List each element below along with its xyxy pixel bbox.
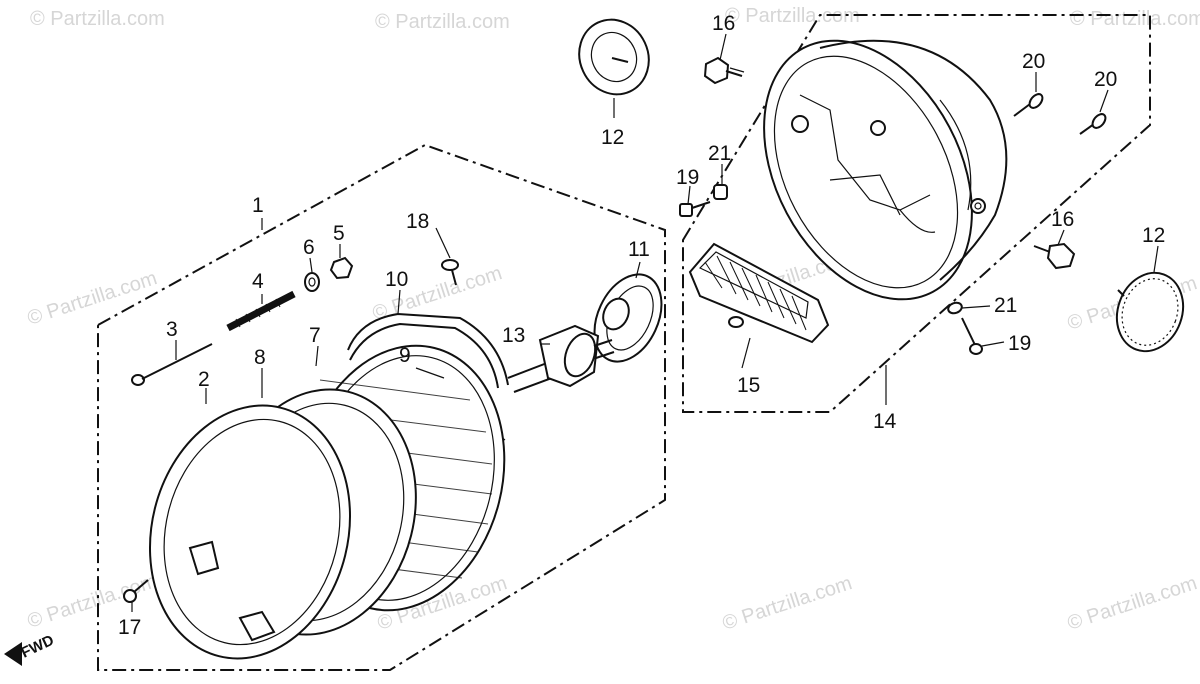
screw-3 bbox=[131, 343, 213, 386]
callout-13: 13 bbox=[502, 324, 525, 347]
callout-6: 6 bbox=[303, 236, 315, 259]
fwd-label: FWD bbox=[19, 632, 57, 662]
nut-21-upper bbox=[713, 184, 728, 200]
flange-bolt-upper bbox=[703, 56, 745, 85]
callout-19-lower: 19 bbox=[1008, 332, 1031, 355]
callout-18: 18 bbox=[406, 210, 429, 233]
watermark: © Partzilla.com bbox=[25, 267, 160, 330]
callout-11: 11 bbox=[628, 238, 650, 261]
flange-bolt-right bbox=[1033, 242, 1076, 270]
watermark: © Partzilla.com bbox=[725, 5, 860, 27]
bolt-19-lower bbox=[961, 317, 983, 355]
mounting-ring bbox=[148, 404, 352, 660]
leader-lines bbox=[131, 33, 1159, 612]
screw-20-right bbox=[1079, 113, 1107, 135]
nut-21-lower bbox=[947, 301, 963, 315]
callout-16-right: 16 bbox=[1051, 208, 1074, 231]
callout-15: 15 bbox=[737, 374, 760, 397]
case-group-outline bbox=[682, 14, 1151, 413]
callout-9: 9 bbox=[399, 344, 411, 367]
headlight-bulb bbox=[507, 324, 615, 393]
watermark: © Partzilla.com bbox=[1065, 572, 1200, 635]
cap-upper bbox=[578, 18, 650, 96]
callout-labels: 1 2 3 4 5 6 7 8 9 10 11 12 12 13 14 15 1… bbox=[118, 12, 1165, 639]
callout-4: 4 bbox=[252, 270, 264, 293]
headlight-unit-group-outline bbox=[97, 143, 666, 671]
cap-right bbox=[1115, 271, 1185, 353]
callout-19-upper: 19 bbox=[676, 166, 699, 189]
watermark: © Partzilla.com bbox=[375, 11, 510, 33]
callout-5: 5 bbox=[333, 222, 345, 245]
callout-8: 8 bbox=[254, 346, 266, 369]
screw-17 bbox=[123, 579, 149, 603]
callout-10: 10 bbox=[385, 268, 408, 291]
watermark: © Partzilla.com bbox=[30, 8, 165, 30]
callout-2: 2 bbox=[198, 368, 210, 391]
callout-1: 1 bbox=[252, 194, 264, 217]
forward-direction-marker: FWD bbox=[4, 632, 57, 666]
callout-20-right: 20 bbox=[1094, 68, 1117, 91]
callout-12-right: 12 bbox=[1142, 224, 1165, 247]
adjusting-screw-4 bbox=[226, 290, 296, 332]
callout-20-left: 20 bbox=[1022, 50, 1045, 73]
screw-18 bbox=[441, 259, 459, 286]
callout-14: 14 bbox=[873, 410, 897, 433]
callout-3: 3 bbox=[166, 318, 178, 341]
callout-21-upper: 21 bbox=[708, 142, 731, 165]
connector-panel bbox=[688, 242, 830, 344]
callout-17: 17 bbox=[118, 616, 141, 639]
watermark: © Partzilla.com bbox=[720, 572, 855, 635]
callout-12-upper: 12 bbox=[601, 126, 624, 149]
bolt-19-upper bbox=[679, 201, 711, 217]
watermark: © Partzilla.com bbox=[1070, 8, 1200, 30]
washer-6 bbox=[304, 272, 320, 292]
screw-20-left bbox=[1013, 93, 1044, 117]
callout-16-upper: 16 bbox=[712, 12, 735, 35]
headlight-case bbox=[763, 39, 1008, 301]
nut-5 bbox=[329, 256, 354, 280]
callout-7: 7 bbox=[309, 324, 321, 347]
callout-21-lower: 21 bbox=[994, 294, 1017, 317]
